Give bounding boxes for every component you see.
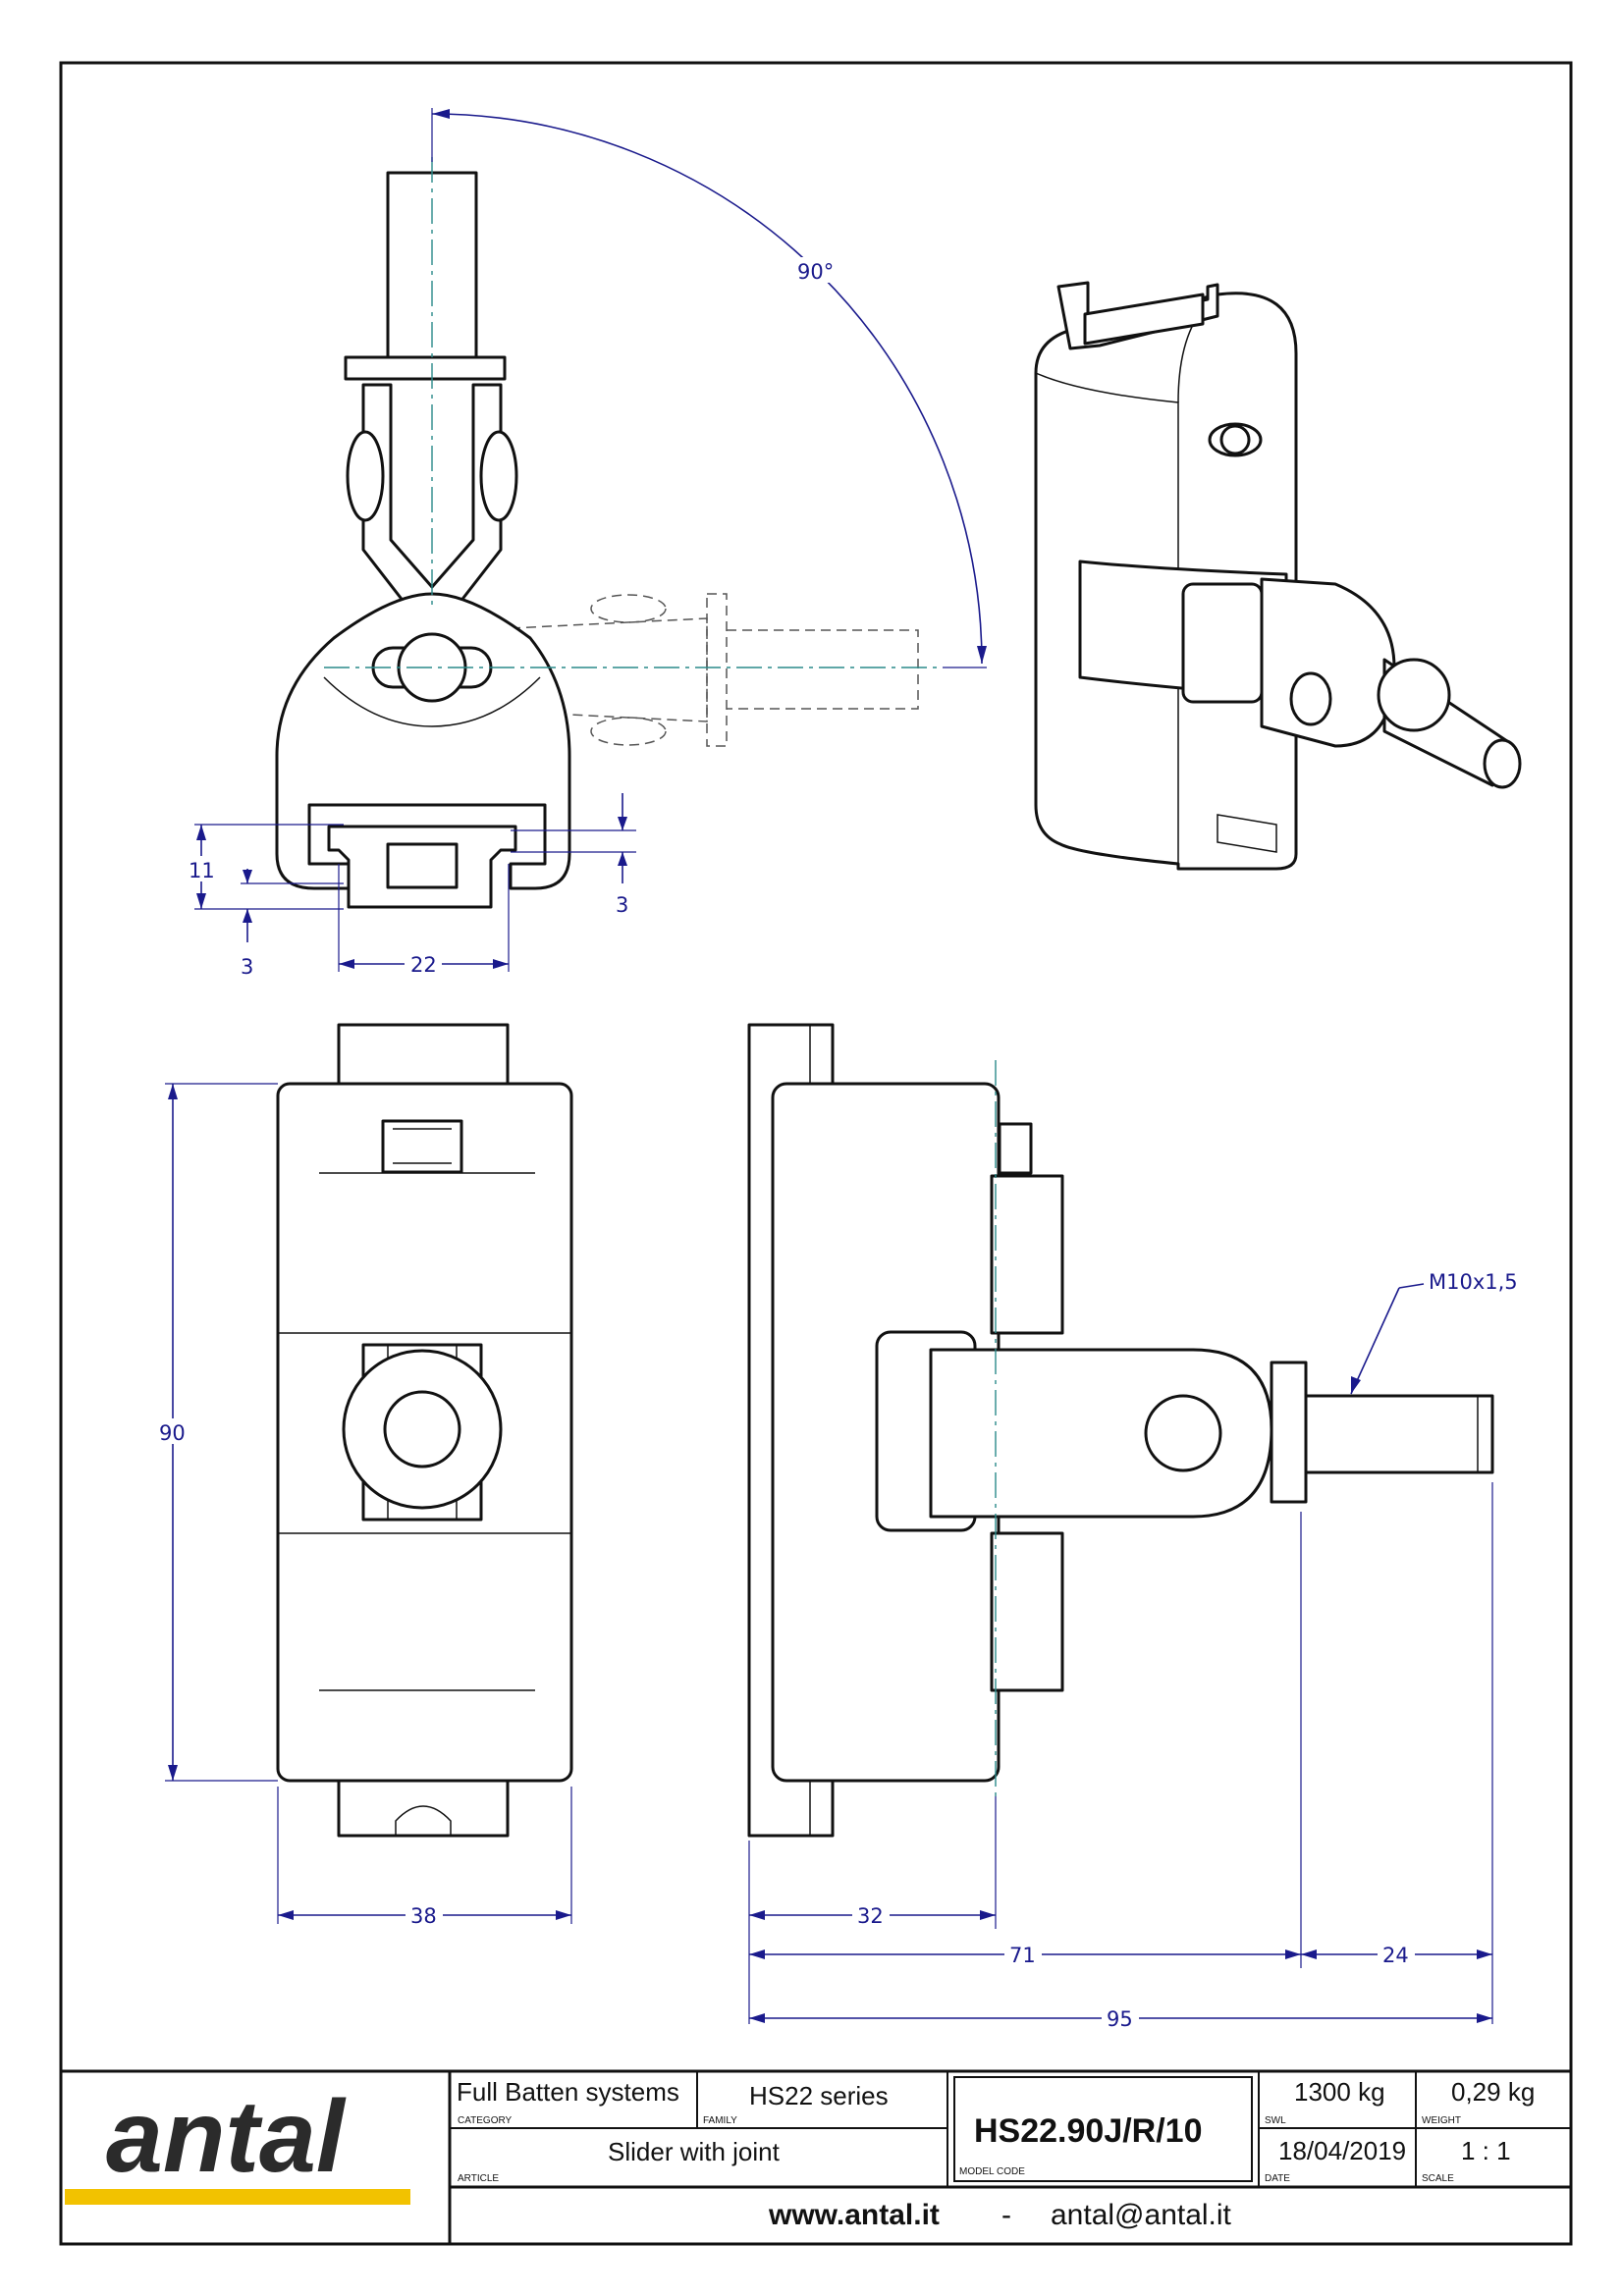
thread-label: M10x1,5 (1429, 1270, 1518, 1294)
dim-71: 71 (1009, 1944, 1036, 1967)
article-label: ARTICLE (458, 2173, 499, 2184)
swl-value: 1300 kg (1294, 2077, 1385, 2107)
dim-22: 22 (410, 953, 437, 977)
title-block: antal Full Batten systems CATEGORY HS22 … (61, 2069, 1571, 2244)
antal-logo: antal (106, 2080, 347, 2194)
dim-3-left: 3 (241, 955, 253, 979)
dim-32: 32 (857, 1904, 884, 1928)
weight-value: 0,29 kg (1451, 2077, 1535, 2107)
angle-label: 90° (797, 260, 834, 284)
drawing-frame (59, 61, 1573, 2246)
category-label: CATEGORY (458, 2115, 513, 2126)
isometric-view (1034, 281, 1522, 871)
website-link[interactable]: www.antal.it (768, 2199, 940, 2231)
scale-label: SCALE (1422, 2173, 1454, 2184)
footer-separator: - (1001, 2199, 1011, 2231)
top-view (276, 1023, 573, 1838)
dim-38: 38 (410, 1904, 437, 1928)
article-value: Slider with joint (608, 2137, 781, 2166)
scale-value: 1 : 1 (1461, 2136, 1511, 2165)
category-value: Full Batten systems (457, 2077, 679, 2107)
date-label: DATE (1265, 2173, 1290, 2184)
dim-11: 11 (189, 859, 215, 882)
side-view (747, 1023, 1494, 1838)
dim-95: 95 (1107, 2007, 1133, 2031)
date-value: 18/04/2019 (1278, 2136, 1406, 2165)
email-link[interactable]: antal@antal.it (1051, 2199, 1232, 2231)
model-code-value: HS22.90J/R/10 (974, 2112, 1203, 2150)
front-view (275, 157, 943, 909)
family-label: FAMILY (703, 2115, 737, 2126)
logo-underline-bar (65, 2189, 410, 2205)
rail-dimensions: 11 3 3 22 (187, 793, 636, 979)
dim-90: 90 (159, 1421, 186, 1445)
angle-dimension: 90° (431, 108, 987, 668)
swl-label: SWL (1265, 2115, 1286, 2126)
family-value: HS22 series (749, 2081, 889, 2110)
top-view-dimensions: 90 38 (157, 1083, 572, 1928)
side-view-dimensions: M10x1,5 32 71 24 95 (748, 1270, 1518, 2031)
dim-24: 24 (1382, 1944, 1409, 1967)
weight-label: WEIGHT (1422, 2115, 1461, 2126)
dim-3-right: 3 (616, 893, 628, 917)
model-code-label: MODEL CODE (959, 2166, 1025, 2177)
rotated-pin-ghost (510, 593, 919, 747)
